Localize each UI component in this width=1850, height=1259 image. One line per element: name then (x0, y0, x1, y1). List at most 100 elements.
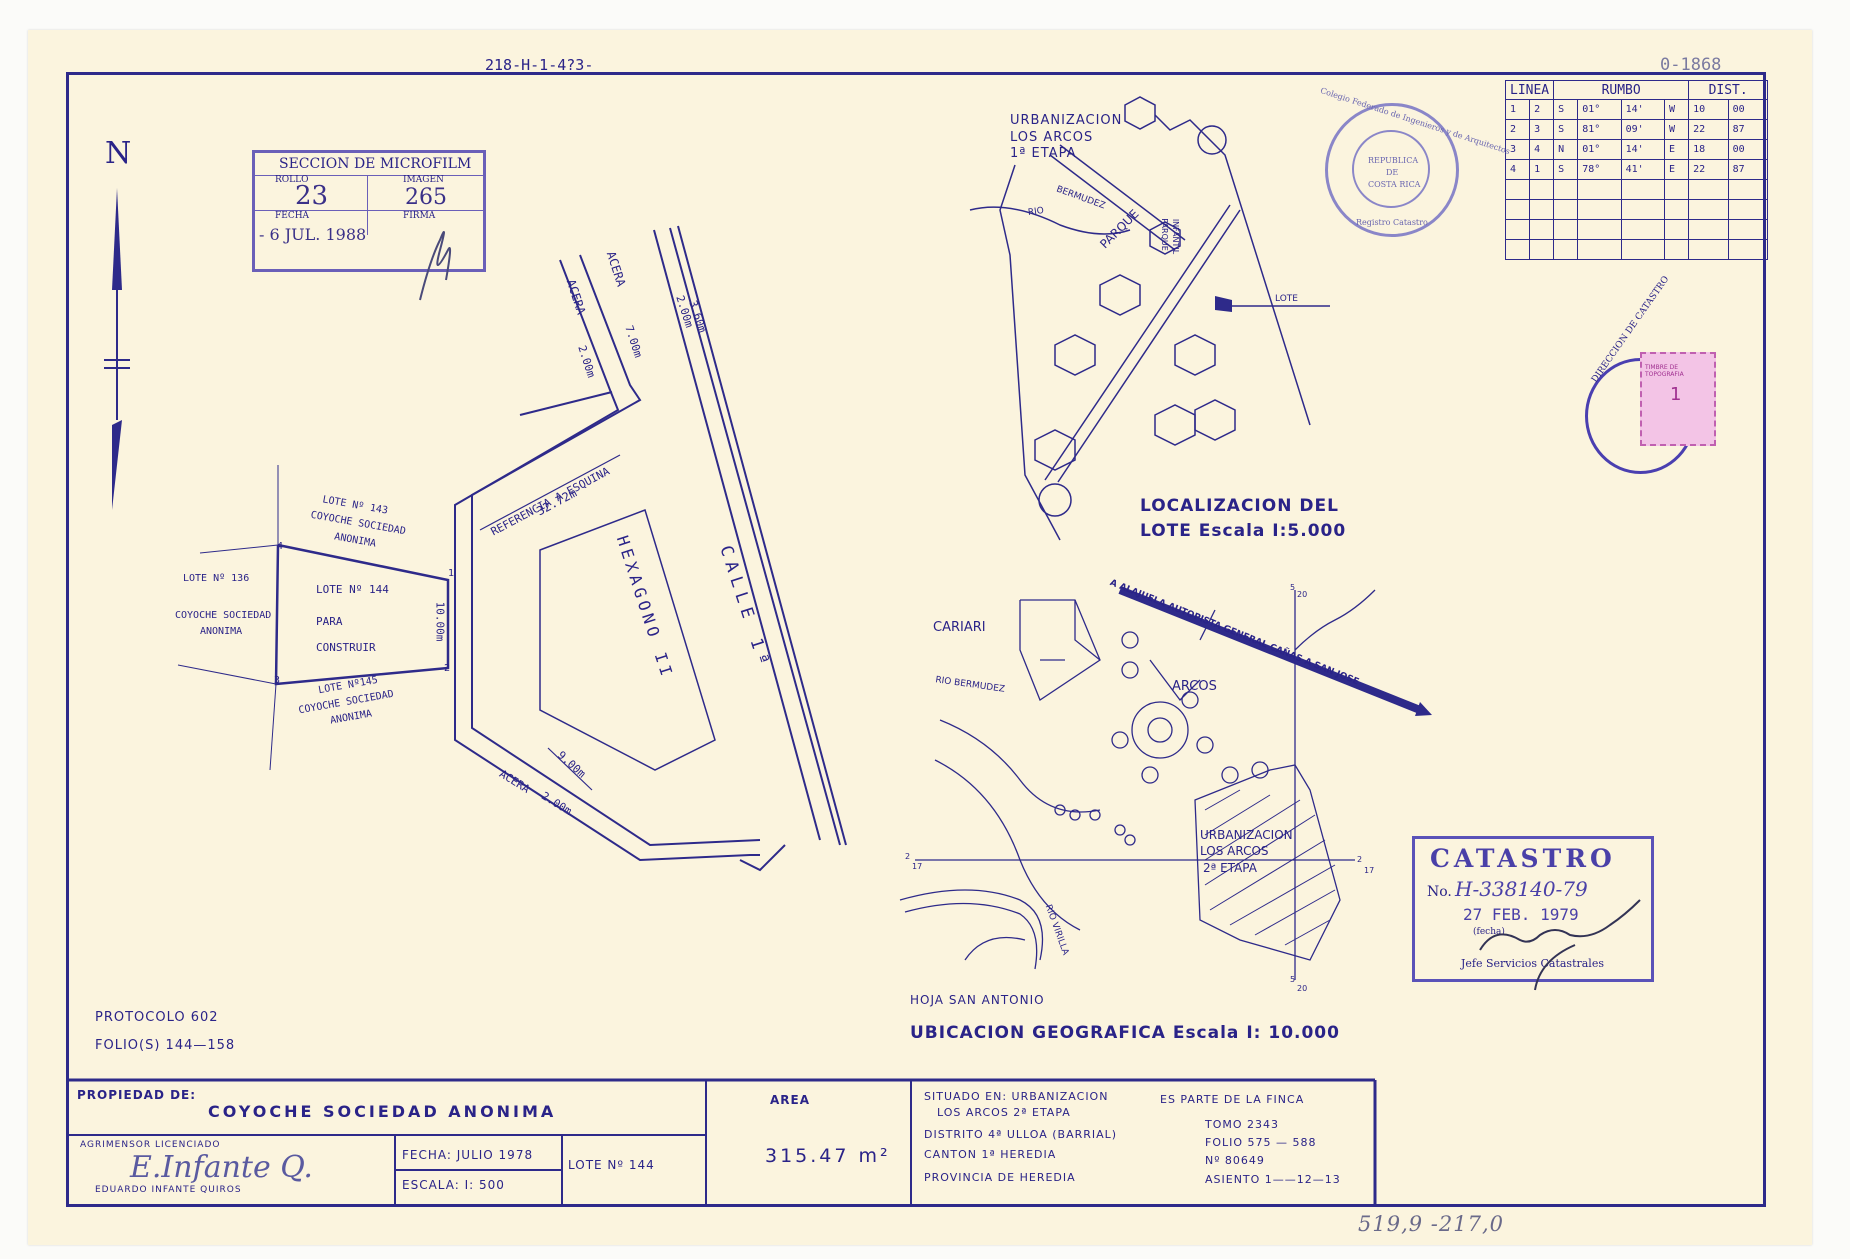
loc-lote: LOTE (1275, 294, 1298, 304)
cell: 10 (1688, 99, 1729, 120)
cell: 2 (1504, 119, 1531, 140)
cell: 1 (1504, 99, 1531, 120)
imagen-label: IMAGEN (403, 175, 444, 185)
top-reference: 218-H-1-4?3- (485, 56, 594, 74)
table-row (1504, 219, 1769, 240)
lote-136-owner: COYOCHE SOCIEDAD (175, 610, 272, 621)
loc-urb-1: URBANIZACION (1010, 113, 1123, 128)
timbre-label: TIMBRE DE TOPOGRAFIA (1645, 364, 1684, 378)
loc-urb-2: LOS ARCOS (1010, 130, 1094, 145)
fecha-value: - 6 JUL. 1988 (259, 225, 367, 244)
cell: 1 (1529, 159, 1555, 180)
cell: 00 (1727, 99, 1769, 120)
cell: E (1664, 139, 1690, 160)
ub-urb2-2: LOS ARCOS (1200, 844, 1269, 858)
construir-label: CONSTRUIR (316, 641, 376, 654)
rollo-value: 23 (295, 181, 329, 211)
lote-136-label: LOTE Nº 136 (183, 573, 250, 584)
catastro-stamp: CATASTRO No. H-338140-79 27 FEB. 1979 (f… (1412, 836, 1654, 982)
situado-1: SITUADO EN: URBANIZACION (924, 1090, 1109, 1103)
distrito: DISTRITO 4ª ULLOA (BARRIAL) (924, 1128, 1118, 1141)
rollo-label: ROLLO (275, 175, 309, 185)
canton: CANTON 1ª HEREDIA (924, 1148, 1057, 1161)
ub-coord-17-left: 17 (912, 862, 923, 871)
provincia: PROVINCIA DE HEREDIA (924, 1171, 1076, 1184)
cell: 81° (1577, 119, 1622, 140)
cell: 4 (1529, 139, 1555, 160)
cell: 14' (1620, 99, 1666, 120)
table-row (1504, 239, 1769, 260)
ub-cariari: CARIARI (933, 620, 986, 635)
ub-coord-17-right: 17 (1364, 866, 1375, 875)
loc-parque-inf-2: INFANTIL (1171, 218, 1181, 255)
catastro-no-label: No. (1427, 884, 1452, 900)
seal-inner-3: COSTA RICA (1368, 180, 1421, 189)
propiedad-label: PROPIEDAD DE: (77, 1088, 197, 1102)
cell: E (1664, 159, 1690, 180)
ub-title: UBICACION GEOGRAFICA Escala I: 10.000 (910, 1023, 1340, 1043)
cell: 00 (1727, 139, 1769, 160)
table-row (1504, 199, 1769, 220)
north-symbol: N (105, 136, 132, 171)
colegio-seal: REPUBLICA DE COSTA RICA Colegio Federado… (1319, 86, 1511, 237)
agrimensor-label: AGRIMENSOR LICENCIADO (80, 1140, 221, 1150)
catastro-fecha-label: (fecha) (1473, 927, 1505, 937)
area-value: 315.47 m² (765, 1145, 891, 1167)
th-linea: LINEA (1504, 80, 1555, 100)
timbre-value: 1 (1670, 384, 1682, 405)
cell: 14' (1620, 139, 1666, 160)
cell: S (1553, 99, 1579, 120)
escala: ESCALA: I: 500 (402, 1178, 505, 1192)
lote-number: LOTE Nº 144 (568, 1158, 655, 1172)
propietario: COYOCHE SOCIEDAD ANONIMA (208, 1102, 557, 1121)
para-label: PARA (316, 615, 343, 628)
vertex-1: 1 (448, 568, 455, 579)
ub-coord-20-bottom: 20 (1297, 984, 1308, 993)
lote-136-owner-2: ANONIMA (200, 626, 243, 637)
imagen-value: 265 (405, 185, 447, 210)
top-right-number: 0-1868 (1660, 55, 1722, 75)
cell: W (1664, 99, 1690, 120)
agrimensor-signature: E.Infante Q. (130, 1150, 313, 1185)
fecha-label: FECHA (275, 211, 310, 221)
loc-urb-3: 1ª ETAPA (1010, 146, 1077, 161)
ub-coord-5-bottom: 5 (1290, 975, 1296, 984)
cell: 09' (1620, 119, 1666, 140)
area-label: AREA (770, 1093, 811, 1107)
tomo: TOMO 2343 (1205, 1118, 1280, 1131)
loc-title-1: LOCALIZACION DEL (1140, 496, 1339, 516)
topografia-stamp: TIMBRE DE TOPOGRAFIA 1 (1640, 352, 1716, 446)
asiento: ASIENTO 1——12—13 (1205, 1173, 1341, 1186)
agrimensor-name: EDUARDO INFANTE QUIROS (95, 1185, 242, 1195)
cell: 4 (1504, 159, 1531, 180)
finca-label: ES PARTE DE LA FINCA (1160, 1093, 1305, 1106)
dim-10m: 10.00m (433, 601, 447, 642)
seal-inner-2: DE (1386, 168, 1399, 177)
cell: 87 (1727, 159, 1769, 180)
folios: FOLIO(S) 144—158 (95, 1038, 236, 1053)
cell: 41' (1620, 159, 1666, 180)
ub-coord-20-top: 20 (1297, 590, 1308, 599)
cell: W (1664, 119, 1690, 140)
vertex-2: 2 (444, 663, 451, 674)
cell: 22 (1688, 159, 1729, 180)
catastro-jefe: Jefe Servicios Catastrales (1461, 957, 1604, 970)
cell: 22 (1688, 119, 1729, 140)
seal-inner-1: REPUBLICA (1368, 156, 1419, 165)
vertex-3: 3 (274, 675, 281, 686)
table-row (1504, 179, 1769, 200)
catastro-title: CATASTRO (1430, 844, 1616, 873)
seal-bottom: Registro Catastro (1356, 218, 1428, 227)
numero: Nº 80649 (1205, 1154, 1265, 1167)
lote-144-label: LOTE Nº 144 (316, 583, 389, 596)
map-frame (66, 72, 1766, 1207)
catastro-number: H-338140-79 (1455, 877, 1588, 901)
cell: 78° (1577, 159, 1622, 180)
cell: 2 (1529, 99, 1555, 120)
folio: FOLIO 575 — 588 (1205, 1136, 1317, 1149)
situado-2: LOS ARCOS 2ª ETAPA (937, 1106, 1071, 1119)
cell: N (1553, 139, 1579, 160)
